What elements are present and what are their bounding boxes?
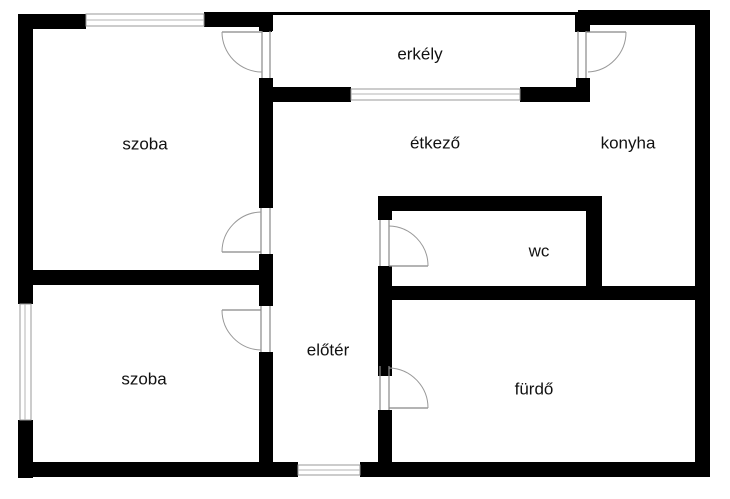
windows (19, 13, 521, 476)
room-label-etkezo: étkező (410, 133, 460, 152)
wall-outer-left-top (18, 14, 33, 304)
door-wc (379, 220, 429, 267)
door-szoba-bottom (221, 306, 271, 352)
door-balcony-right (577, 31, 627, 78)
wall-wc-bath (378, 286, 710, 300)
wall-wc-top (378, 196, 602, 211)
door-szoba-top (221, 208, 271, 254)
room-label-erkely: erkély (397, 44, 443, 63)
wall-bottom-left (18, 462, 298, 477)
wall-wc-left-bottom (378, 410, 392, 477)
room-label-szoba-bottom: szoba (121, 369, 167, 388)
wall-wc-left-top (378, 196, 392, 220)
wall-between-rooms (18, 270, 273, 285)
wall-top-left-b (204, 12, 266, 27)
wall-balcony-bottom-left (259, 87, 351, 102)
wall-left-rooms-right-2 (259, 78, 273, 208)
room-label-furdo: fürdő (515, 379, 554, 398)
door-balcony-left (221, 31, 271, 78)
wall-balcony-bottom-right (520, 87, 590, 102)
room-label-eloter: előtér (307, 340, 350, 359)
wall-wc-left-mid (378, 266, 392, 376)
wall-balcony-right-bottom (576, 78, 590, 102)
doors (221, 31, 627, 410)
wall-wc-right (586, 196, 602, 298)
door-furdo (379, 366, 429, 410)
wall-top-left-a (18, 14, 86, 29)
wall-balcony-right-top (576, 12, 590, 32)
wall-bottom-right (360, 462, 710, 477)
wall-left-rooms-right-1 (259, 14, 273, 31)
balcony-railing-top (266, 12, 578, 15)
room-label-szoba-top: szoba (122, 134, 168, 153)
wall-left-rooms-right-4 (259, 352, 273, 476)
room-labels: szoba erkély étkező konyha wc szoba előt… (121, 44, 656, 398)
walls (18, 10, 710, 478)
wall-outer-right (695, 10, 710, 477)
room-label-konyha: konyha (601, 133, 656, 152)
wall-top-right (578, 10, 706, 25)
room-label-wc: wc (528, 241, 550, 260)
